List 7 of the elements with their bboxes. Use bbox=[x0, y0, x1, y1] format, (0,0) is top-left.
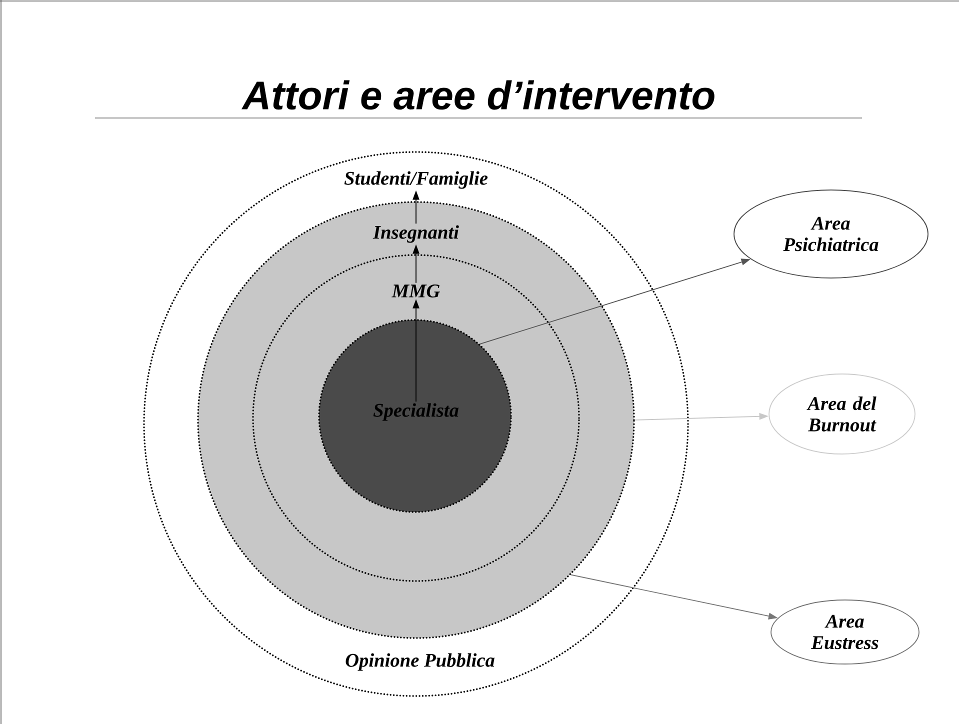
ring-label: Specialista bbox=[373, 403, 459, 421]
slide-title: Attori e aree d’intervento bbox=[241, 80, 714, 110]
ring-circle bbox=[318, 319, 512, 513]
ring-label: MMG bbox=[392, 284, 440, 298]
ring-label: Opinione Pubblica bbox=[346, 653, 494, 671]
ring-label: Insegnanti bbox=[372, 225, 459, 243]
ring-label: Studenti/Famiglie bbox=[344, 171, 488, 189]
